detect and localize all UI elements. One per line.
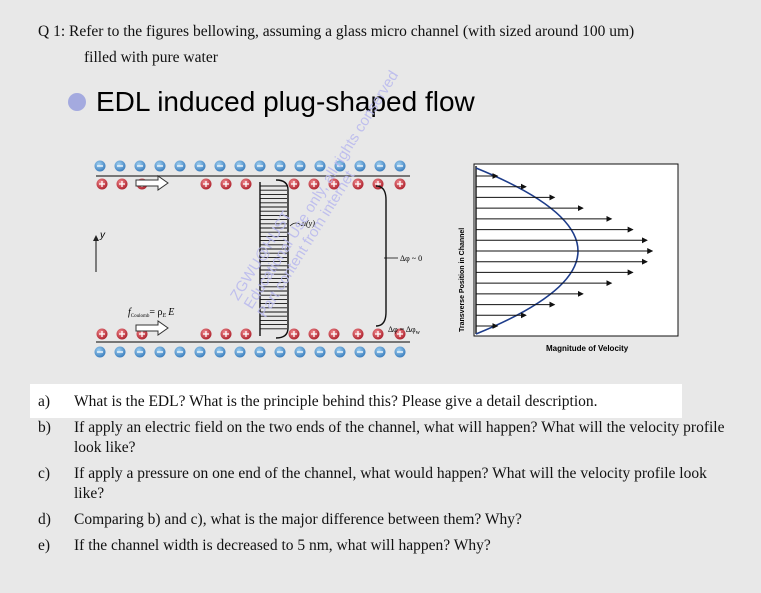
bullet-icon (68, 93, 86, 111)
profile-plot-area (473, 163, 679, 337)
force-subscript: Coulomb (131, 314, 150, 319)
question-text: If apply an electric field on the two en… (74, 419, 725, 456)
bottom-negative-ions (94, 346, 406, 358)
potential-near-label: Δφ ~ 0 (400, 254, 422, 263)
y-axis-label: y (99, 230, 106, 241)
question-line-1: Q 1: Refer to the figures bellowing, ass… (38, 23, 635, 40)
force-equation-subscript: E (162, 313, 167, 319)
question-prompt: Q 1: Refer to the figures bellowing, ass… (38, 22, 738, 68)
parabolic-profile-figure: Transverse Position in Channel Magnitude… (459, 163, 679, 353)
question-list: a) What is the EDL? What is the principl… (38, 392, 738, 562)
velocity-label-group: u(y) (289, 219, 315, 228)
potential-near-group: Δφ ~ 0 (384, 254, 422, 263)
question-text: Comparing b) and c), what is the major d… (74, 511, 522, 528)
svg-text:fCoulomb= ρEE: fCoulomb= ρEE (128, 307, 174, 319)
question-item-b: b) If apply an electric field on the two… (38, 418, 738, 458)
velocity-label: u(y) (302, 219, 315, 228)
question-a-highlight (30, 384, 682, 418)
potential-bracket (375, 185, 387, 327)
potential-wall-label: Δφ = Δφ (388, 325, 416, 334)
question-letter: c) (38, 465, 51, 482)
question-line-2: filled with pure water (84, 49, 218, 66)
question-letter: d) (38, 511, 51, 528)
top-negative-ions (94, 160, 406, 172)
question-item-c: c) If apply a pressure on one end of the… (38, 464, 738, 504)
question-letter: a) (38, 393, 51, 410)
question-letter: e) (38, 537, 51, 554)
transverse-position-label: Transverse Position in Channel (459, 228, 466, 332)
plug-velocity-profile (260, 185, 287, 330)
top-positive-ions (96, 178, 406, 190)
force-symbol: f (128, 307, 132, 318)
coulomb-arrow-bottom (135, 320, 169, 336)
question-item-a: a) What is the EDL? What is the principl… (38, 392, 738, 412)
question-text: What is the EDL? What is the principle b… (74, 393, 598, 410)
force-equation: = ρ (149, 307, 162, 318)
question-item-e: e) If the channel width is decreased to … (38, 536, 738, 556)
potential-wall-subscript: w (416, 330, 421, 336)
question-item-d: d) Comparing b) and c), what is the majo… (38, 510, 738, 530)
svg-text:Δφ = Δφw: Δφ = Δφw (388, 325, 421, 336)
question-text: If apply a pressure on one end of the ch… (74, 465, 707, 502)
parabolic-velocity-arrows (476, 173, 654, 329)
potential-wall-group: Δφ = Δφw (388, 325, 421, 336)
plug-top-corner (275, 179, 289, 191)
plug-bottom-corner (275, 327, 289, 339)
velocity-magnitude-label: Magnitude of Velocity (546, 344, 629, 353)
bottom-positive-ions (96, 328, 406, 340)
heading-text: EDL induced plug-shaped flow (96, 86, 475, 117)
force-vector: E (167, 307, 174, 318)
slide-heading: EDL induced plug-shaped flow (68, 86, 475, 118)
y-axis-indicator: y (93, 230, 106, 272)
question-text: If the channel width is decreased to 5 n… (74, 537, 491, 554)
coulomb-arrow-top (135, 175, 169, 191)
question-letter: b) (38, 419, 51, 436)
